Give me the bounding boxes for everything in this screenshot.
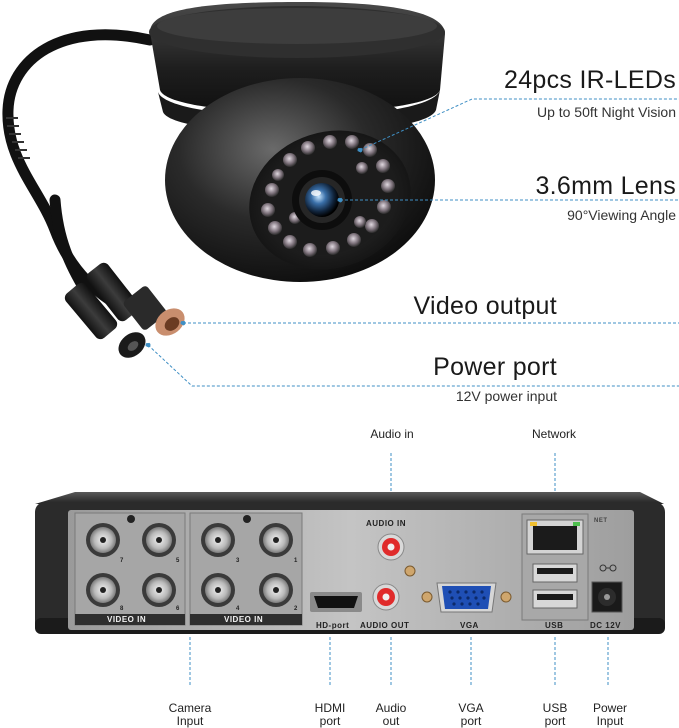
camera-callout-lines — [145, 98, 679, 387]
rca-audio-out — [372, 583, 400, 611]
ethernet-port — [526, 519, 584, 555]
channel-label: 1 — [294, 558, 298, 564]
feature-lens-title: 3.6mm Lens — [535, 172, 676, 200]
panel-hd-port: HD-port — [316, 621, 350, 630]
label-audio-in: Audio in — [370, 427, 414, 441]
feature-power-port-title: Power port — [433, 353, 557, 381]
panel-audio-in: AUDIO IN — [366, 519, 406, 528]
feature-lens-subtitle: 90°Viewing Angle — [567, 207, 676, 223]
channel-label: 4 — [236, 606, 240, 612]
panel-audio-out: AUDIO OUT — [360, 621, 410, 630]
power-port-connector — [64, 282, 146, 358]
feature-ir-leds-subtitle: Up to 50ft Night Vision — [536, 104, 676, 120]
feature-video-output-title: Video output — [413, 292, 557, 320]
label-network: Network — [531, 427, 576, 441]
feature-power-port-subtitle: 12V power input — [455, 388, 557, 404]
camera-lens — [292, 170, 352, 230]
panel-net: NET — [594, 518, 608, 524]
channel-label: 3 — [236, 558, 240, 564]
panel-dc: DC 12V — [590, 621, 622, 630]
bnc-ports-right — [201, 515, 293, 607]
rca-audio-in — [377, 533, 405, 561]
channel-label: 6 — [176, 606, 180, 612]
channel-label: 5 — [176, 558, 180, 564]
video-output-connector — [86, 262, 185, 336]
panel-vga: VGA — [460, 621, 479, 630]
hdmi-port — [310, 592, 362, 612]
ir-led-ring — [261, 135, 395, 257]
bnc-ports-left — [86, 515, 176, 607]
channel-label: 7 — [120, 558, 124, 564]
panel-usb: USB — [545, 621, 564, 630]
panel-video-in-left: VIDEO IN — [107, 615, 147, 624]
usb-ports — [532, 563, 578, 609]
feature-ir-leds-title: 24pcs IR-LEDs — [503, 66, 676, 94]
dvr-illustration — [35, 453, 665, 685]
panel-video-in-right: VIDEO IN — [224, 615, 264, 624]
vga-port — [421, 582, 512, 613]
dc-power-port — [591, 564, 623, 613]
channel-label: 8 — [120, 606, 124, 612]
camera-illustration — [0, 0, 470, 400]
channel-label: 2 — [294, 606, 298, 612]
